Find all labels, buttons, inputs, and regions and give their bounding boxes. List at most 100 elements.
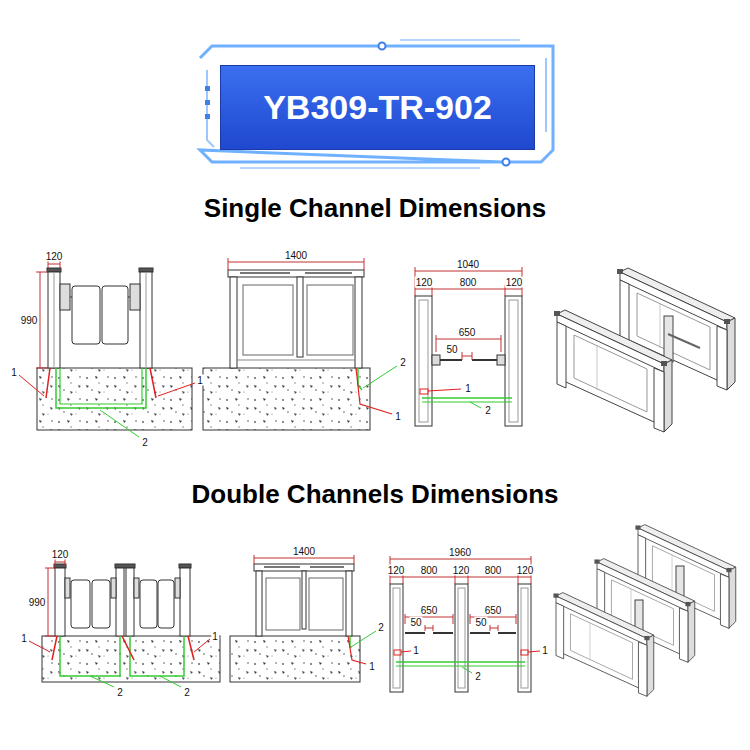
single-side-view-part xyxy=(37,368,192,430)
double-side-view xyxy=(29,559,220,687)
dimension-label: 800 xyxy=(484,565,503,576)
double-top-view-part xyxy=(490,625,491,631)
double-top-view-part xyxy=(394,650,401,655)
single-top-view-part xyxy=(415,271,522,272)
dimension-label: 1 xyxy=(412,645,420,656)
single-front-view-part xyxy=(203,368,370,430)
double-front-view-part xyxy=(254,558,354,559)
double-top-view-part xyxy=(516,614,517,624)
banner-frame xyxy=(200,40,553,168)
single-top-view-part xyxy=(470,402,481,408)
banner-frame-part xyxy=(205,100,210,105)
double-front-view-part xyxy=(310,566,344,568)
single-3d-view-part xyxy=(554,310,672,432)
double-top-view-part xyxy=(455,574,456,584)
dimension-label: 1 xyxy=(394,411,402,422)
dimension-label: 2 xyxy=(116,687,124,698)
single-front-view-part xyxy=(237,360,355,361)
double-side-view-part xyxy=(92,580,110,628)
double-top-view-part xyxy=(433,625,434,631)
dimension-label: 120 xyxy=(387,565,406,576)
banner-frame-part xyxy=(205,86,210,91)
banner-frame-part xyxy=(545,58,547,132)
double-side-view-part xyxy=(55,568,65,636)
double-front-view-part xyxy=(264,566,300,568)
dimension-label: 120 xyxy=(415,277,434,288)
double-side-view-part xyxy=(29,641,50,652)
double-side-view-part xyxy=(55,559,56,566)
double-top-view-part xyxy=(401,651,411,652)
single-top-view-part xyxy=(505,296,522,426)
single-top-view-part xyxy=(472,352,473,360)
single-top-view-part xyxy=(436,339,501,340)
double-top-view-part xyxy=(405,632,425,634)
single-side-view-part xyxy=(54,272,55,368)
double-top-view-part xyxy=(470,632,490,634)
double-top-view-part xyxy=(390,577,531,578)
double-top-view-part xyxy=(498,625,499,631)
double-side-view-part xyxy=(180,568,190,636)
double-front-view-part xyxy=(354,555,355,564)
single-top-view-part xyxy=(501,335,502,352)
single-3d-view-part xyxy=(668,334,700,348)
single-side-view-part xyxy=(139,268,153,272)
double-top-view-part xyxy=(396,661,525,663)
double-side-view-part xyxy=(60,636,120,676)
single-top-view-part xyxy=(422,401,512,402)
double-top-view-part xyxy=(453,614,454,624)
single-side-view-part xyxy=(19,375,44,396)
title-banner: YB309-TR-902 xyxy=(220,65,535,150)
dimension-label: 1 xyxy=(20,633,28,644)
single-front-view-part xyxy=(228,270,364,277)
double-front-view-part xyxy=(254,564,354,571)
double-side-view-part xyxy=(55,562,65,563)
double-front-view-part xyxy=(351,631,376,647)
double-side-view-part xyxy=(45,568,55,569)
single-side-view-part xyxy=(46,368,50,398)
double-side-view-part xyxy=(111,578,116,598)
double-side-view-part xyxy=(65,559,66,566)
dimension-label: 120 xyxy=(516,565,535,576)
single-front-view-part xyxy=(355,277,362,368)
dimension-label: 800 xyxy=(420,565,439,576)
dimension-label: 2 xyxy=(377,622,385,633)
double-front-view-part xyxy=(346,571,352,636)
banner-frame-part xyxy=(400,39,520,41)
double-side-view-part xyxy=(42,636,220,682)
single-top-view-part xyxy=(436,335,437,352)
single-front-view-part xyxy=(364,258,365,270)
single-side-view-part xyxy=(60,284,70,310)
double-side-view-part xyxy=(194,639,210,652)
double-side-view-part xyxy=(48,568,49,636)
banner-frame-part xyxy=(207,70,214,147)
single-side-view-part xyxy=(102,286,128,344)
single-top-view-part xyxy=(432,355,440,365)
double-side-view-part xyxy=(71,580,90,628)
single-side-view-part xyxy=(48,272,60,368)
double-front-view-part xyxy=(309,578,343,630)
double-top-view-part xyxy=(425,628,433,629)
double-top-view-part xyxy=(462,667,472,673)
dimension-label: 650 xyxy=(484,605,503,616)
double-side-view-part xyxy=(175,578,180,598)
single-front-view-part xyxy=(297,277,303,357)
double-top-view-part xyxy=(521,650,528,655)
dimension-label: 1400 xyxy=(292,546,316,557)
single-top-view-part xyxy=(420,389,428,394)
single-side-view-part xyxy=(47,268,61,272)
single-top-view-part xyxy=(428,389,461,391)
single-top-view-part xyxy=(419,300,428,422)
dimension-label: 990 xyxy=(20,315,39,326)
single-top-view-part xyxy=(415,289,522,290)
dimension-label: 990 xyxy=(28,597,47,608)
double-side-view-part xyxy=(116,568,124,636)
double-top-view-part xyxy=(468,574,469,584)
single-top-view xyxy=(415,267,522,426)
single-side-view-part xyxy=(130,284,140,310)
banner-frame-part xyxy=(205,114,210,119)
double-side-view-part xyxy=(126,568,134,636)
double-top-view xyxy=(390,556,540,692)
dimension-label: 2 xyxy=(141,437,149,448)
double-top-view-part xyxy=(528,651,540,652)
single-side-view-part xyxy=(36,368,48,369)
